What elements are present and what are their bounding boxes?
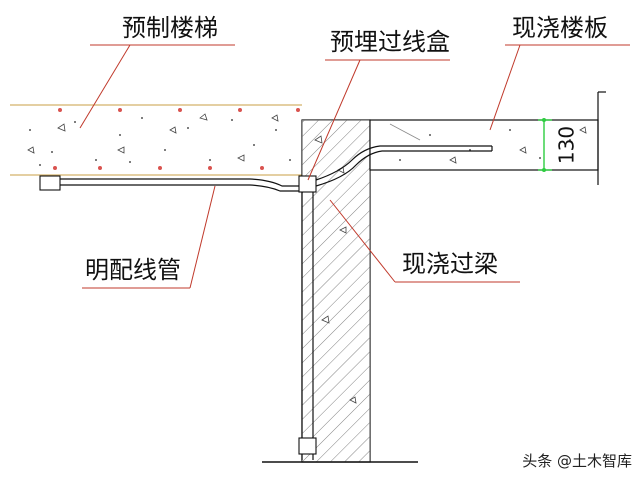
label-precast-stair: 预制楼梯: [122, 14, 218, 42]
conduit-into-slab: [315, 145, 493, 187]
cast-in-place-slab: [369, 91, 606, 185]
precast-stair-slab: [10, 104, 302, 176]
watermark-text: 头条 @土木智库: [522, 452, 632, 470]
stair-rebar-dots: [53, 108, 300, 170]
label-cast-in-place-beam: 现浇过梁: [402, 250, 498, 278]
dimension-value: 130: [555, 126, 579, 164]
stair-aggregate-texture: [29, 117, 291, 166]
embedded-junction-box: [298, 175, 317, 193]
label-exposed-conduit: 明配线管: [85, 256, 181, 284]
vertical-conduit-in-beam: [298, 192, 317, 460]
leader-lines: [79, 44, 630, 289]
slab-thickness-dimension: 130: [538, 118, 579, 172]
label-cast-in-place-slab: 现浇楼板: [512, 14, 608, 42]
label-embedded-box: 预埋过线盒: [330, 28, 450, 56]
stair-aggregate-triangles: [27, 113, 279, 162]
exposed-conduit: [39, 175, 300, 192]
